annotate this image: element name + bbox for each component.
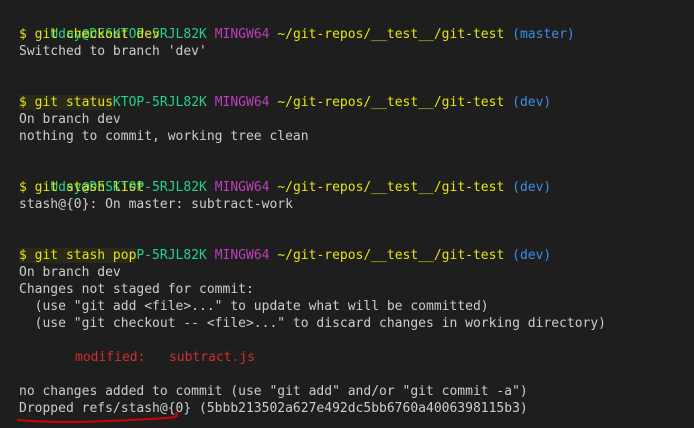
prompt-user: Uday@DESKTOP-5RJL82K [50,180,207,195]
prompt-path: ~/git-repos/__test__/git-test [277,180,505,195]
prompt-system: MINGW64 [214,248,270,263]
prompt-line: Uday@DESKTOP-5RJL82K MINGW64 ~/git-repos… [19,77,551,110]
prompt-system: MINGW64 [214,27,270,42]
modified-file: subtract.js [168,350,256,365]
prompt-branch: (dev) [512,95,552,110]
prompt-path: ~/git-repos/__test__/git-test [277,27,505,42]
prompt-path: ~/git-repos/__test__/git-test [277,248,505,263]
command-line: $ git stash pop [19,247,137,264]
prompt-user: Uday@DESKTOP-5RJL82K [50,27,207,42]
output-line: nothing to commit, working tree clean [19,129,309,144]
command-text: $ git status [19,95,113,110]
prompt-line: Uday@DESKTOP-5RJL82K MINGW64 ~/git-repos… [19,9,574,42]
command-line: $ git checkout dev [19,27,160,42]
output-line: stash@{0}: On master: subtract-work [19,197,293,212]
modified-label: modified: [75,350,146,365]
output-line: no changes added to commit (use "git add… [19,384,528,399]
prompt-path: ~/git-repos/__test__/git-test [277,95,505,110]
output-line: On branch dev [19,112,121,127]
prompt-branch: (master) [512,27,575,42]
prompt-line: Uday@DESKTOP-5RJL82K MINGW64 ~/git-repos… [19,162,551,195]
modified-line: modified: subtract.js [75,349,255,366]
prompt-system: MINGW64 [214,180,270,195]
output-line: Switched to branch 'dev' [19,44,207,59]
dropped-stash-line: Dropped refs/stash@{0} (5bbb213502a627e4… [19,401,528,416]
output-line: (use "git checkout -- <file>..." to disc… [19,316,606,331]
prompt-branch: (dev) [512,248,552,263]
command-line: $ git stash list [19,180,145,195]
output-line: (use "git add <file>..." to update what … [19,299,489,314]
output-line: On branch dev [19,265,121,280]
prompt-system: MINGW64 [214,95,270,110]
command-text: $ git stash pop [19,248,137,263]
output-line: Changes not staged for commit: [19,282,254,297]
command-line: $ git status [19,94,113,111]
prompt-line: Uday@DESKTOP-5RJL82K MINGW64 ~/git-repos… [19,230,551,263]
prompt-branch: (dev) [512,180,552,195]
